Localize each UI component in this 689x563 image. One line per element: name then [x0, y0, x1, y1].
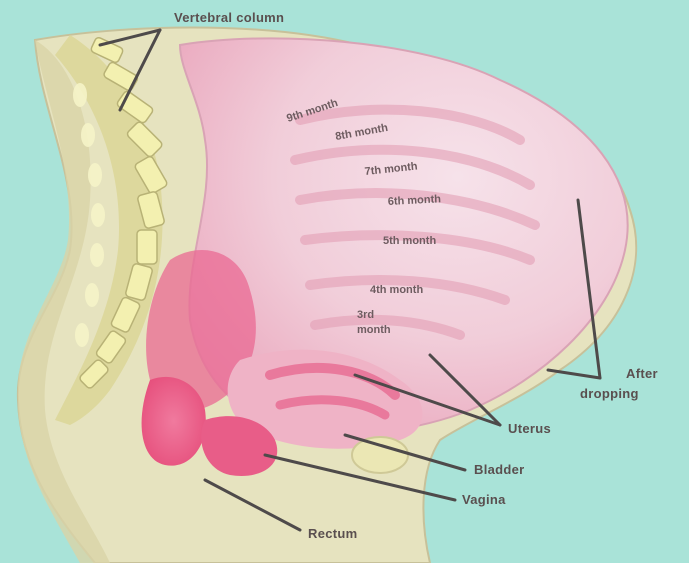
label-uterus: Uterus	[508, 421, 551, 436]
label-vagina: Vagina	[462, 492, 506, 507]
label-rectum: Rectum	[308, 526, 357, 541]
label-3rd-month-line2: month	[357, 324, 391, 336]
label-dropping: dropping	[580, 386, 639, 401]
label-after: After	[626, 366, 658, 381]
label-5th-month: 5th month	[383, 235, 436, 247]
label-3rd-month-line1: 3rd	[357, 309, 374, 321]
label-4th-month: 4th month	[370, 284, 423, 296]
label-bladder: Bladder	[474, 462, 525, 477]
label-vertebral-column: Vertebral column	[174, 10, 284, 25]
